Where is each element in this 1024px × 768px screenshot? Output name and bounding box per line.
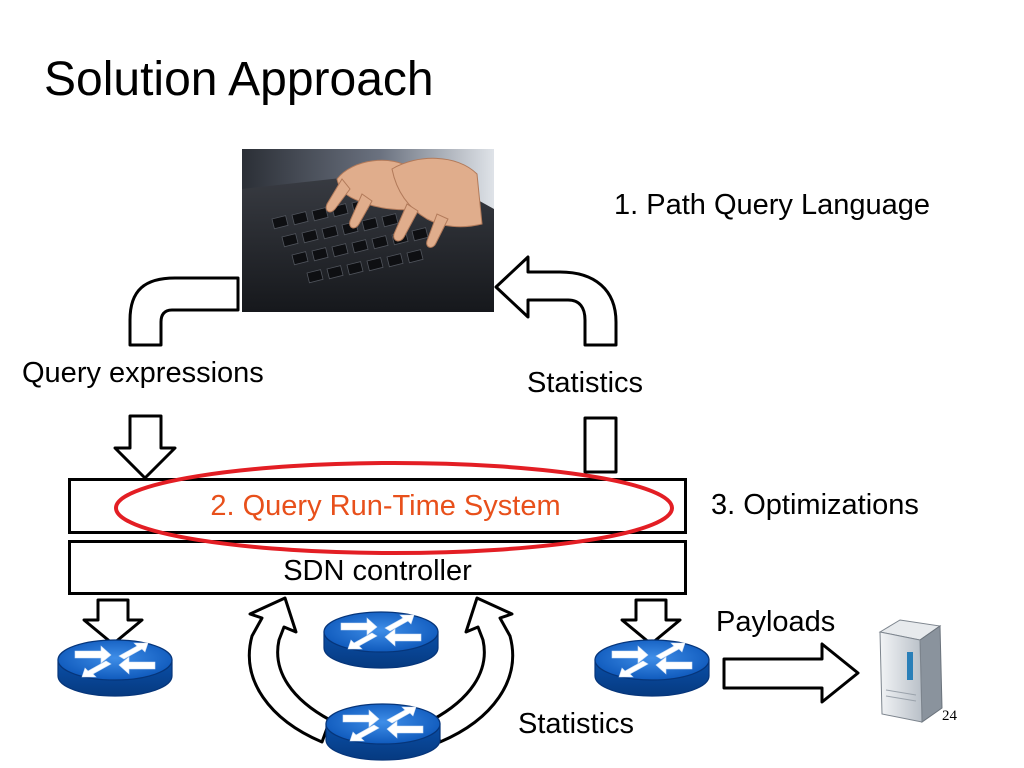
server-icon bbox=[878, 619, 943, 723]
router-icon bbox=[57, 639, 173, 697]
path-query-language-label: 1. Path Query Language bbox=[614, 189, 931, 221]
stats-curve-right-arrow bbox=[430, 596, 515, 744]
router-icon bbox=[323, 611, 439, 669]
sdn-controller-label: SDN controller bbox=[283, 555, 472, 587]
query-down-arrow bbox=[113, 414, 177, 480]
page-number: 24 bbox=[942, 708, 957, 724]
query-runtime-layer: 2. Query Run-Time System bbox=[68, 478, 687, 534]
query-flow-arrow bbox=[128, 276, 240, 347]
payloads-arrow bbox=[722, 642, 860, 704]
query-runtime-label: 2. Query Run-Time System bbox=[210, 490, 561, 522]
slide-title: Solution Approach bbox=[44, 53, 434, 106]
laptop-typing-photo bbox=[242, 149, 494, 312]
statistics-bottom-label: Statistics bbox=[518, 708, 635, 740]
statistics-up-arrow bbox=[583, 416, 618, 474]
router-icon bbox=[594, 639, 710, 697]
sdn-controller-layer: SDN controller bbox=[68, 540, 687, 595]
statistics-top-label: Statistics bbox=[527, 367, 644, 399]
statistics-curve-arrow bbox=[494, 255, 618, 347]
highlight-ellipse bbox=[114, 461, 674, 555]
payloads-label: Payloads bbox=[716, 606, 836, 638]
router-icon bbox=[325, 703, 441, 761]
controller-to-router-left-arrow bbox=[82, 598, 144, 646]
query-expressions-label: Query expressions bbox=[22, 357, 264, 389]
controller-to-router-right-arrow bbox=[620, 598, 682, 646]
stats-curve-left-arrow bbox=[247, 596, 332, 744]
optimizations-label: 3. Optimizations bbox=[711, 489, 919, 521]
